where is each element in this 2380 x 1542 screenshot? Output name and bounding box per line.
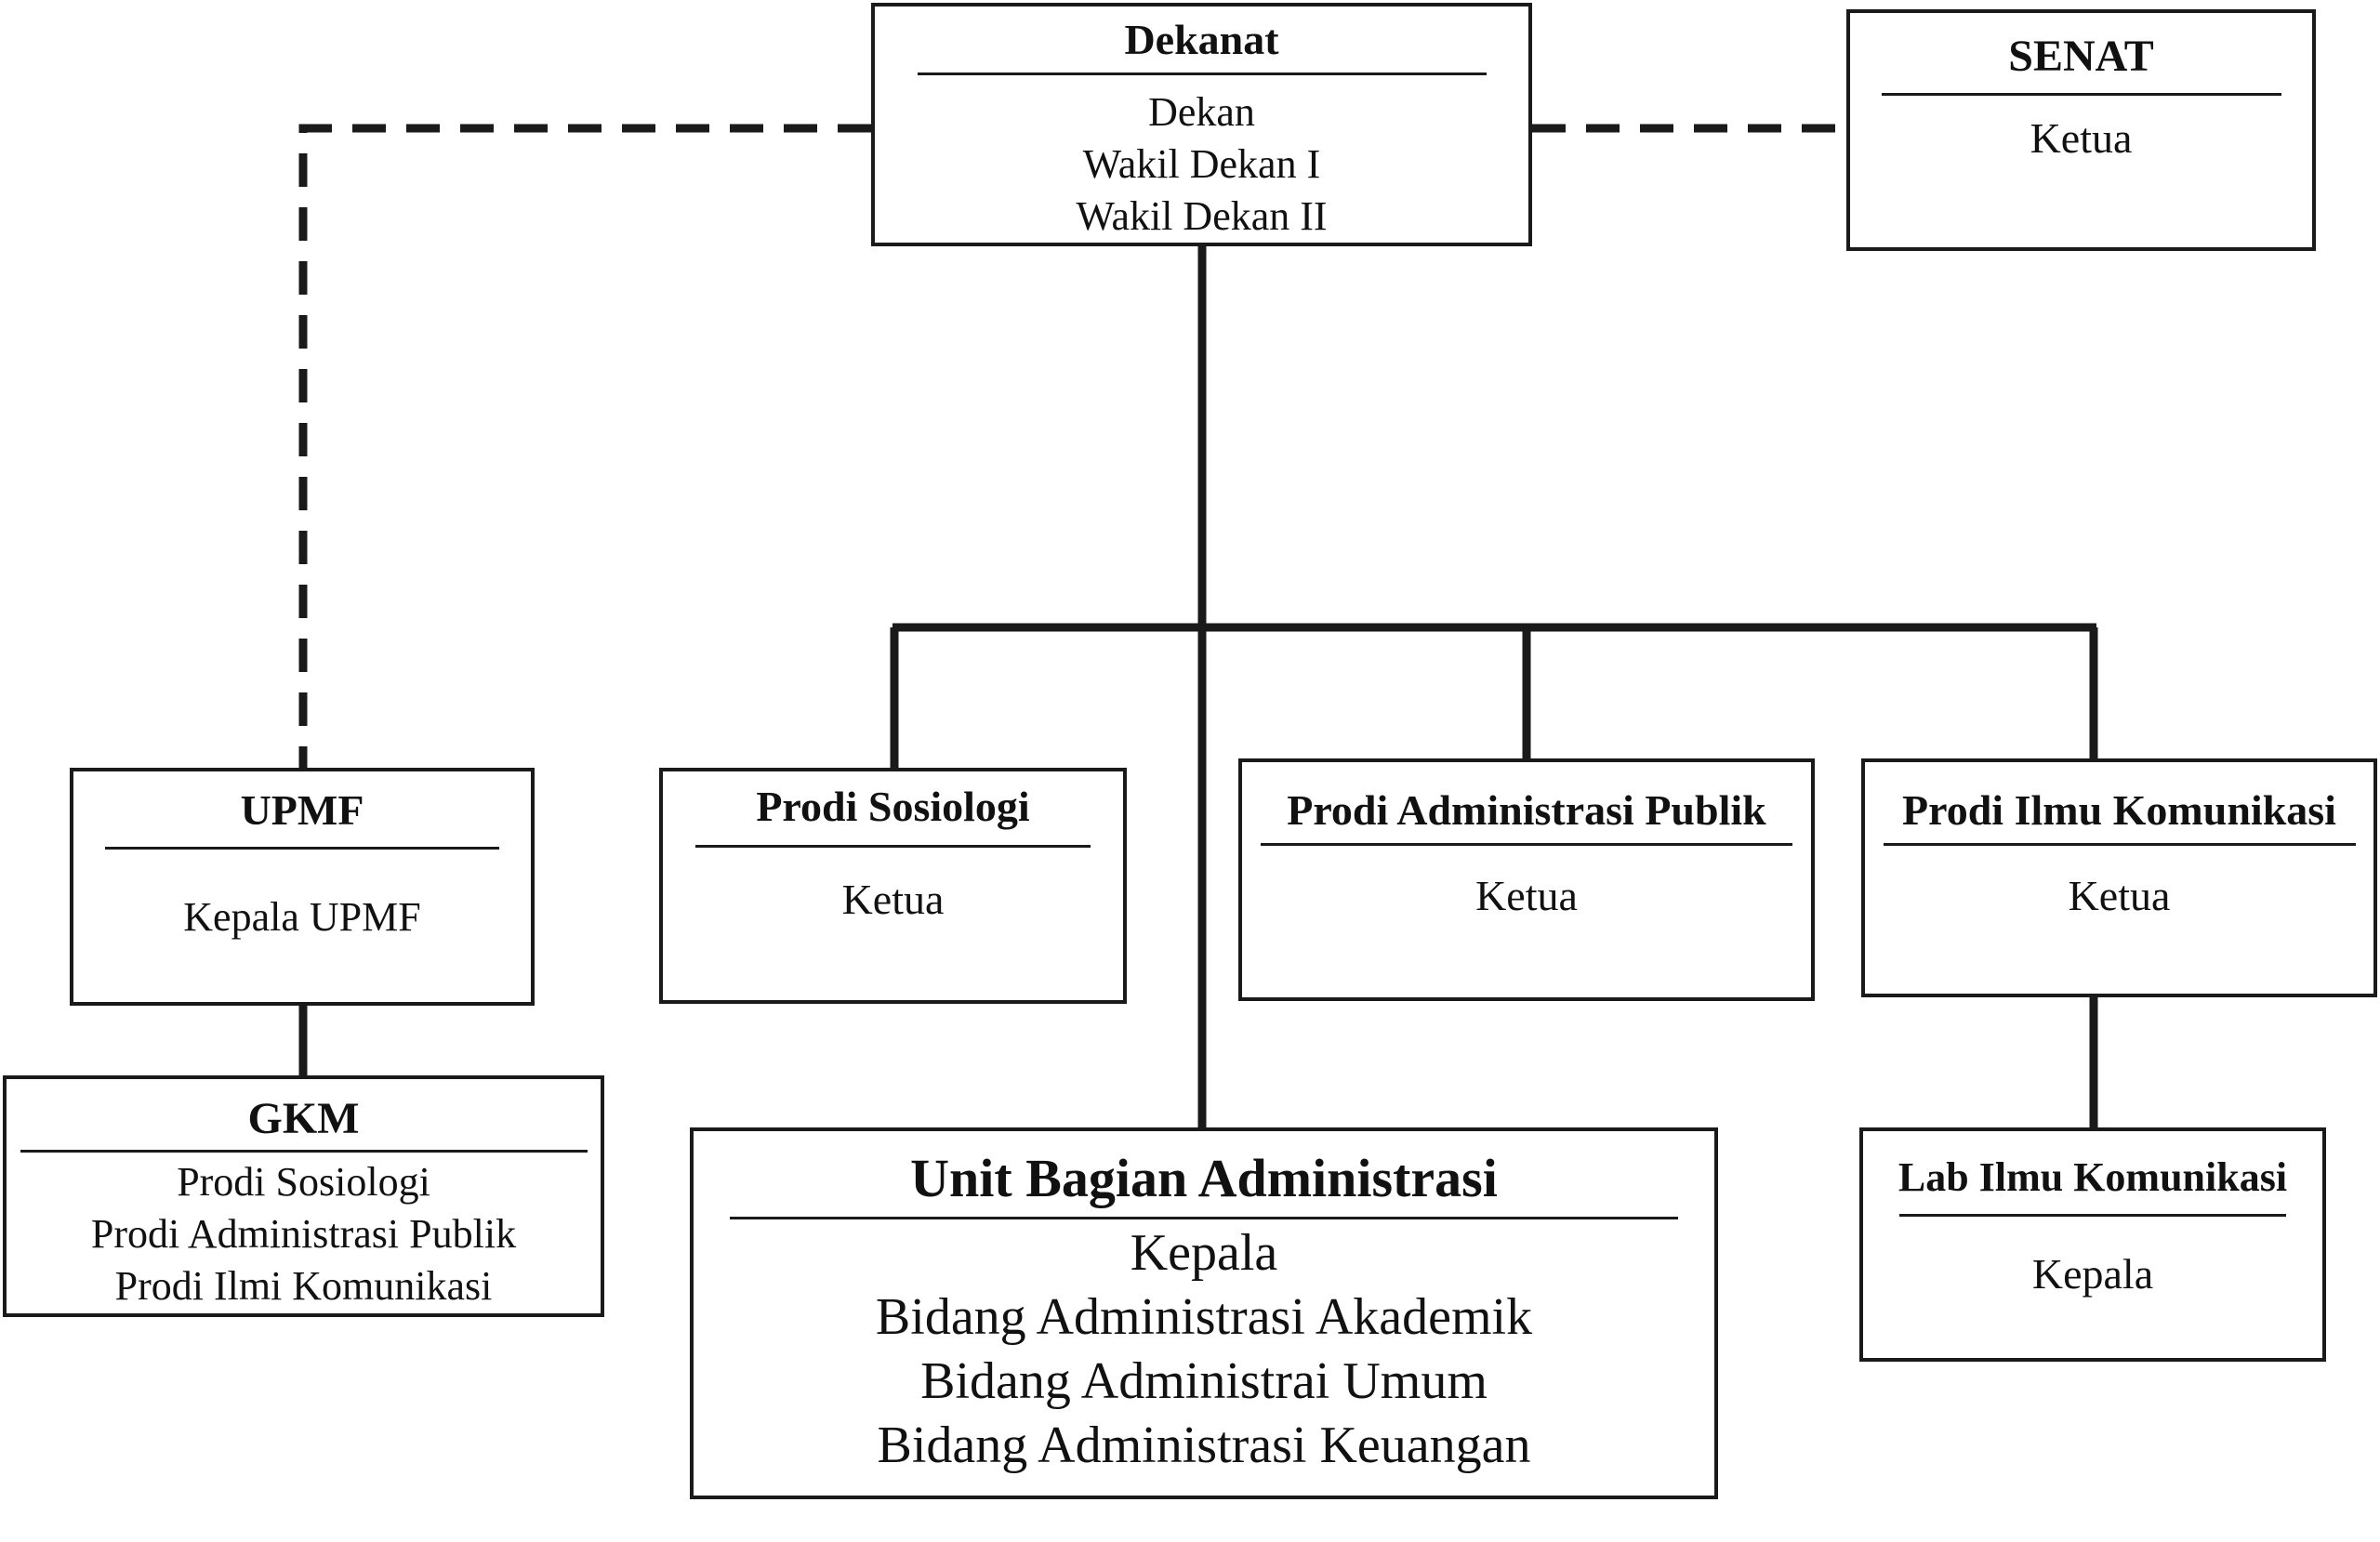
upmf-box: UPMF Kepala UPMF xyxy=(70,768,535,1006)
gkm-member-prodi-ilmi-komunikasi: Prodi Ilmi Komunikasi xyxy=(114,1262,493,1309)
prodi-administrasi-publik-role: Ketua xyxy=(1475,872,1578,920)
prodi-ilmu-komunikasi-divider xyxy=(1883,843,2356,847)
prodi-administrasi-publik-box: Prodi Administrasi Publik Ketua xyxy=(1238,758,1815,1001)
dashed-connector-dekanat-upmf xyxy=(298,124,871,768)
upmf-divider xyxy=(105,847,499,850)
dekanat-roles: Dekan Wakil Dekan I Wakil Dekan II xyxy=(875,75,1528,243)
gkm-member-prodi-administrasi-publik: Prodi Administrasi Publik xyxy=(90,1210,517,1257)
unit-bagian-administrasi-role-umum: Bidang Administrai Umum xyxy=(920,1351,1488,1410)
gkm-member-prodi-sosiologi: Prodi Sosiologi xyxy=(177,1158,430,1205)
unit-bagian-administrasi-role-akademik: Bidang Administrasi Akademik xyxy=(875,1287,1533,1346)
dekanat-divider xyxy=(917,72,1487,76)
gkm-box: GKM Prodi Sosiologi Prodi Administrasi P… xyxy=(3,1075,604,1317)
lab-ilmu-komunikasi-divider xyxy=(1899,1213,2286,1217)
unit-bagian-administrasi-role-kepala: Kepala xyxy=(1130,1223,1278,1282)
prodi-ilmu-komunikasi-box: Prodi Ilmu Komunikasi Ketua xyxy=(1861,758,2377,997)
gkm-divider xyxy=(20,1149,588,1153)
unit-bagian-administrasi-roles: Kepala Bidang Administrasi Akademik Bida… xyxy=(694,1219,1714,1478)
prodi-sosiologi-divider xyxy=(695,845,1091,849)
lab-ilmu-komunikasi-title: Lab Ilmu Komunikasi xyxy=(1897,1154,2288,1200)
prodi-sosiologi-box: Prodi Sosiologi Ketua xyxy=(659,768,1127,1004)
unit-bagian-administrasi-title: Unit Bagian Administrasi xyxy=(910,1148,1498,1208)
unit-bagian-administrasi-box: Unit Bagian Administrasi Kepala Bidang A… xyxy=(690,1127,1718,1499)
gkm-title: GKM xyxy=(247,1094,360,1143)
prodi-ilmu-komunikasi-role: Ketua xyxy=(2068,872,2171,920)
senat-divider xyxy=(1881,92,2281,96)
dekanat-role-dekan: Dekan xyxy=(1148,89,1255,136)
dekanat-box: Dekanat Dekan Wakil Dekan I Wakil Dekan … xyxy=(871,3,1532,246)
senat-box: SENAT Ketua xyxy=(1846,9,2316,251)
prodi-ilmu-komunikasi-title: Prodi Ilmu Komunikasi xyxy=(1902,786,2336,834)
dekanat-role-wakil-dekan-1: Wakil Dekan I xyxy=(1082,141,1321,188)
prodi-administrasi-publik-divider xyxy=(1261,843,1792,847)
prodi-administrasi-publik-title: Prodi Administrasi Publik xyxy=(1287,786,1766,834)
senat-role: Ketua xyxy=(2030,113,2133,162)
prodi-sosiologi-title: Prodi Sosiologi xyxy=(756,783,1030,830)
lab-ilmu-komunikasi-role: Kepala xyxy=(2031,1249,2154,1298)
senat-title: SENAT xyxy=(2008,32,2154,81)
dekanat-title: Dekanat xyxy=(1124,16,1279,63)
gkm-members: Prodi Sosiologi Prodi Administrasi Publi… xyxy=(7,1153,601,1312)
unit-bagian-administrasi-role-keuangan: Bidang Administrasi Keuangan xyxy=(877,1416,1531,1474)
lab-ilmu-komunikasi-box: Lab Ilmu Komunikasi Kepala xyxy=(1859,1127,2326,1362)
dekanat-role-wakil-dekan-2: Wakil Dekan II xyxy=(1076,193,1328,240)
unit-bagian-administrasi-divider xyxy=(730,1216,1678,1219)
upmf-role: Kepala UPMF xyxy=(183,894,421,941)
upmf-title: UPMF xyxy=(240,786,364,834)
prodi-sosiologi-role: Ketua xyxy=(841,876,945,924)
